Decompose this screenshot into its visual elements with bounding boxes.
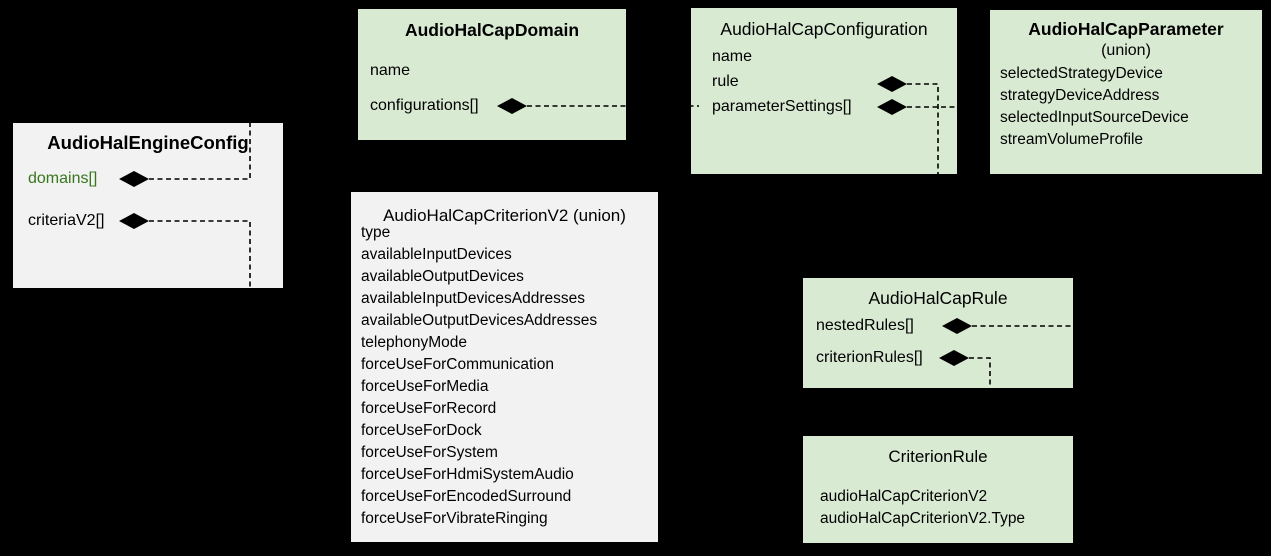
field-forceUseForHdmiSystemAudio: forceUseForHdmiSystemAudio <box>361 466 574 483</box>
field-type: type <box>361 224 391 241</box>
field-streamVolumeProfile: streamVolumeProfile <box>1000 131 1144 148</box>
class-title: AudioHalCapDomain <box>404 20 580 40</box>
field-forceUseForMedia: forceUseForMedia <box>361 378 489 395</box>
class-title: AudioHalEngineConfig <box>47 132 249 153</box>
field-forceUseForSystem: forceUseForSystem <box>361 444 498 461</box>
field-forceUseForRecord: forceUseForRecord <box>361 400 497 417</box>
class-title: AudioHalCapParameter <box>1028 19 1224 39</box>
class-title-text: AudioHalCapCriterionV2 <box>383 206 569 225</box>
class-title: AudioHalCapRule <box>868 288 1008 308</box>
class-subtitle-union: (union) <box>568 206 626 225</box>
field-domains: domains[] <box>28 170 98 187</box>
field-audioHalCapCriterionV2: audioHalCapCriterionV2 <box>820 488 988 505</box>
field-availableOutputDevicesAddresses: availableOutputDevicesAddresses <box>361 312 598 329</box>
class-box-audio-hal-cap-rule: AudioHalCapRule nestedRules[] criterionR… <box>803 278 1073 388</box>
field-name: name <box>712 48 753 65</box>
field-forceUseForVibrateRinging: forceUseForVibrateRinging <box>361 510 548 527</box>
field-strategyDeviceAddress: strategyDeviceAddress <box>1000 87 1160 104</box>
class-box-audio-hal-cap-criterion-v2: AudioHalCapCriterionV2 (union) type avai… <box>351 192 658 542</box>
field-configurations: configurations[] <box>370 97 479 114</box>
field-availableOutputDevices: availableOutputDevices <box>361 268 524 285</box>
field-criteriaV2: criteriaV2[] <box>28 212 105 229</box>
field-selectedInputSourceDevice: selectedInputSourceDevice <box>1000 109 1189 126</box>
class-box-audio-hal-engine-config: AudioHalEngineConfig domains[] criteriaV… <box>13 123 283 288</box>
class-title: AudioHalCapCriterionV2 (union) <box>351 206 658 225</box>
field-availableInputDevices: availableInputDevices <box>361 246 512 263</box>
class-box-audio-hal-cap-parameter: AudioHalCapParameter (union) selectedStr… <box>990 10 1262 174</box>
field-nestedRules: nestedRules[] <box>816 317 914 334</box>
field-parameterSettings: parameterSettings[] <box>712 98 852 115</box>
class-subtitle-union: (union) <box>1101 42 1151 59</box>
field-forceUseForEncodedSurround: forceUseForEncodedSurround <box>361 488 572 505</box>
field-telephonyMode: telephonyMode <box>361 334 467 351</box>
class-title: CriterionRule <box>888 447 988 466</box>
field-criterionRules: criterionRules[] <box>816 349 923 366</box>
class-box-criterion-rule: CriterionRule audioHalCapCriterionV2 aud… <box>803 436 1073 543</box>
field-selectedStrategyDevice: selectedStrategyDevice <box>1000 65 1163 82</box>
field-name: name <box>370 62 411 79</box>
field-audioHalCapCriterionV2-Type: audioHalCapCriterionV2.Type <box>820 510 1026 527</box>
class-box-audio-hal-cap-domain: AudioHalCapDomain name configurations[] <box>358 9 626 140</box>
field-rule: rule <box>712 73 739 90</box>
field-forceUseForDock: forceUseForDock <box>361 422 482 439</box>
class-box-audio-hal-cap-configuration: AudioHalCapConfiguration name rule param… <box>691 8 957 174</box>
field-forceUseForCommunication: forceUseForCommunication <box>361 356 554 373</box>
class-title: AudioHalCapConfiguration <box>720 19 928 39</box>
field-availableInputDevicesAddresses: availableInputDevicesAddresses <box>361 290 586 307</box>
